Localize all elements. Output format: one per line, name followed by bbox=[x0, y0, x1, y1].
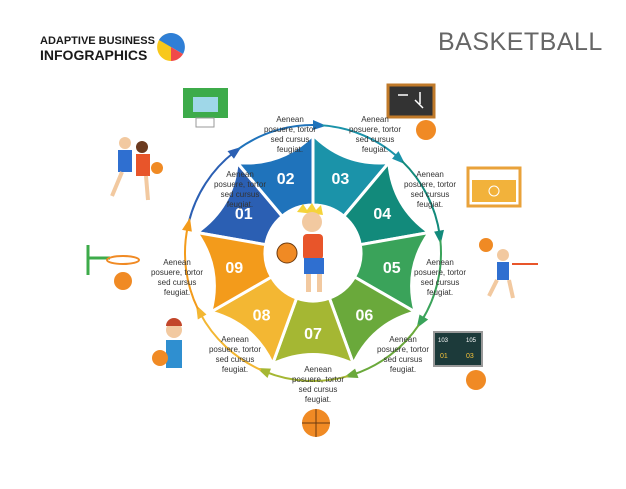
segment-number: 05 bbox=[383, 260, 401, 277]
text-line: feugiat. bbox=[416, 200, 444, 209]
scoreboard-icon bbox=[433, 331, 486, 390]
text-line: posuere, tortor bbox=[150, 268, 204, 277]
arrow-04 bbox=[401, 160, 441, 236]
text-line: sed cursus bbox=[410, 190, 450, 199]
center-player-icon bbox=[276, 203, 324, 292]
text-line: feugiat. bbox=[361, 145, 389, 154]
arrowhead-icon bbox=[182, 217, 192, 232]
female-player-icon bbox=[152, 318, 182, 368]
text-line: posuere, tortor bbox=[413, 268, 467, 277]
segment-number: 07 bbox=[304, 326, 322, 343]
text-line: feugiat. bbox=[221, 365, 249, 374]
brand-pie-icon bbox=[157, 33, 185, 61]
text-line: Aenean bbox=[163, 258, 191, 267]
text-line: Aenean bbox=[389, 335, 417, 344]
arrow-05 bbox=[420, 239, 442, 322]
segment-number: 08 bbox=[253, 307, 271, 324]
arrowhead-icon bbox=[313, 120, 327, 130]
page-title: BASKETBALL bbox=[438, 28, 603, 56]
arrowhead-icon bbox=[392, 151, 406, 165]
text-line: feugiat. bbox=[226, 200, 254, 209]
dunking-player-icon bbox=[479, 238, 538, 299]
text-line: feugiat. bbox=[163, 288, 191, 297]
text-line: sed cursus bbox=[215, 355, 255, 364]
text-line: posuere, tortor bbox=[376, 345, 430, 354]
text-line: sed cursus bbox=[157, 278, 197, 287]
text-line: sed cursus bbox=[220, 190, 260, 199]
text-line: sed cursus bbox=[383, 355, 423, 364]
text-line: Aenean bbox=[361, 115, 389, 124]
segment-number: 09 bbox=[225, 260, 243, 277]
text-line: feugiat. bbox=[426, 288, 454, 297]
text-line: sed cursus bbox=[298, 385, 338, 394]
brand-line2: INFOGRAPHICS bbox=[40, 47, 148, 63]
arrow-06 bbox=[352, 324, 420, 376]
text-line: Aenean bbox=[304, 365, 332, 374]
text-line: Aenean bbox=[416, 170, 444, 179]
arrow-09 bbox=[184, 226, 199, 310]
tactics-board-icon bbox=[386, 83, 436, 140]
text-line: Aenean bbox=[226, 170, 254, 179]
score-p2: 03 bbox=[466, 353, 474, 360]
backboard-icon bbox=[183, 88, 228, 128]
two-players-icon bbox=[110, 137, 163, 201]
text-line: posuere, tortor bbox=[348, 125, 402, 134]
text-line: posuere, tortor bbox=[208, 345, 262, 354]
score-right: 105 bbox=[466, 338, 477, 344]
segment-number: 02 bbox=[277, 171, 295, 188]
arrow-08 bbox=[199, 312, 262, 371]
hoop-icon bbox=[86, 245, 140, 290]
text-line: posuere, tortor bbox=[213, 180, 267, 189]
brand-line1: ADAPTIVE BUSINESS bbox=[40, 35, 155, 47]
arrowhead-icon bbox=[434, 229, 444, 245]
text-line: sed cursus bbox=[270, 135, 310, 144]
segment-number: 01 bbox=[235, 206, 253, 223]
text-line: posuere, tortor bbox=[263, 125, 317, 134]
arrow-02 bbox=[237, 124, 318, 151]
arrow-07 bbox=[264, 370, 349, 382]
basketball-icon bbox=[302, 409, 330, 437]
text-line: sed cursus bbox=[420, 278, 460, 287]
text-line: posuere, tortor bbox=[291, 375, 345, 384]
score-p1: 01 bbox=[440, 353, 448, 360]
segment-number: 03 bbox=[331, 171, 349, 188]
court-icon bbox=[466, 166, 522, 208]
text-line: feugiat. bbox=[276, 145, 304, 154]
score-left: 103 bbox=[438, 338, 449, 344]
arrow-03 bbox=[321, 124, 400, 159]
arrow-01 bbox=[187, 151, 235, 223]
arrowhead-icon bbox=[416, 314, 429, 329]
text-line: Aenean bbox=[276, 115, 304, 124]
text-line: sed cursus bbox=[355, 135, 395, 144]
arrowhead-icon bbox=[227, 146, 242, 159]
text-line: Aenean bbox=[221, 335, 249, 344]
segment-number: 06 bbox=[356, 307, 374, 324]
text-line: posuere, tortor bbox=[403, 180, 457, 189]
text-line: Aenean bbox=[426, 258, 454, 267]
text-line: feugiat. bbox=[389, 365, 417, 374]
segment-number: 04 bbox=[373, 206, 391, 223]
brand: ADAPTIVE BUSINESS INFOGRAPHICS bbox=[40, 34, 155, 62]
text-line: feugiat. bbox=[304, 395, 332, 404]
